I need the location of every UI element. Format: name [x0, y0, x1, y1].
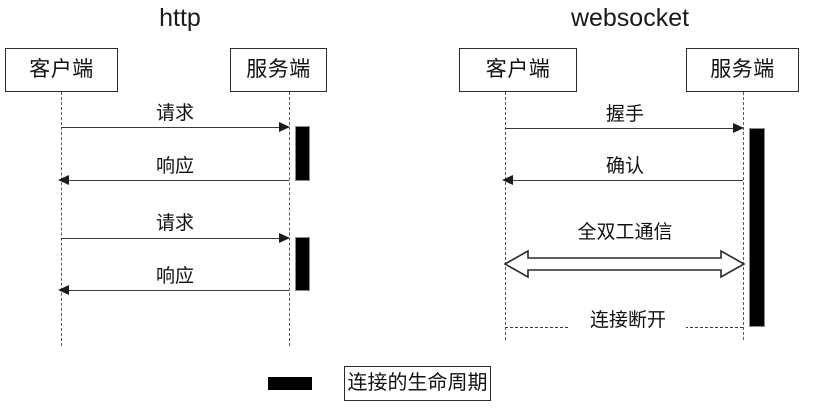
arrow-head-left-icon	[58, 285, 69, 295]
message-line-http-request-1	[61, 127, 284, 128]
lifeline-ws-server	[743, 92, 744, 340]
legend-label-lifecycle: 连接的生命周期	[347, 372, 488, 394]
arrow-head-left-icon	[58, 175, 69, 185]
message-label-ws-ack: 确认	[605, 156, 644, 177]
arrow-head-right-icon	[279, 122, 290, 132]
participant-box-http-server: 服务端	[230, 48, 327, 92]
message-label-ws-disconnect: 连接断开	[570, 310, 686, 332]
message-line-ws-ack	[510, 180, 743, 181]
message-line-ws-handshake	[505, 128, 738, 129]
activation-bar-http-2	[295, 237, 310, 291]
arrow-head-right-icon	[733, 123, 744, 133]
message-label-ws-handshake: 握手	[605, 104, 644, 125]
participant-box-ws-server: 服务端	[686, 48, 799, 92]
message-label-http-request-2: 请求	[155, 213, 194, 234]
lifeline-http-server	[289, 92, 290, 346]
message-line-http-response-1	[66, 180, 289, 181]
lifeline-http-client	[61, 92, 62, 346]
legend-box-lifecycle: 连接的生命周期	[344, 366, 491, 401]
participant-label-http-client: 客户端	[29, 58, 94, 81]
legend-swatch-lifecycle	[268, 377, 312, 390]
message-line-http-request-2	[61, 238, 284, 239]
message-label-http-response-1: 响应	[155, 156, 194, 177]
participant-box-ws-client: 客户端	[459, 48, 577, 92]
participant-label-ws-server: 服务端	[710, 58, 775, 81]
message-label-ws-fullduplex: 全双工通信	[577, 222, 673, 243]
lifeline-ws-client	[505, 92, 506, 340]
double-arrow-icon	[504, 249, 745, 279]
arrow-head-left-icon	[502, 175, 513, 185]
message-label-http-response-2: 响应	[155, 266, 194, 287]
message-line-http-response-2	[66, 290, 289, 291]
panel-title-http: http	[159, 4, 201, 32]
arrow-head-right-icon	[279, 233, 290, 243]
activation-bar-http-1	[295, 126, 310, 181]
message-label-http-request-1: 请求	[155, 103, 194, 124]
participant-label-http-server: 服务端	[246, 58, 311, 81]
participant-box-http-client: 客户端	[5, 48, 118, 92]
panel-title-websocket: websocket	[570, 4, 690, 32]
activation-bar-ws-1	[749, 128, 765, 327]
participant-label-ws-client: 客户端	[485, 58, 551, 81]
